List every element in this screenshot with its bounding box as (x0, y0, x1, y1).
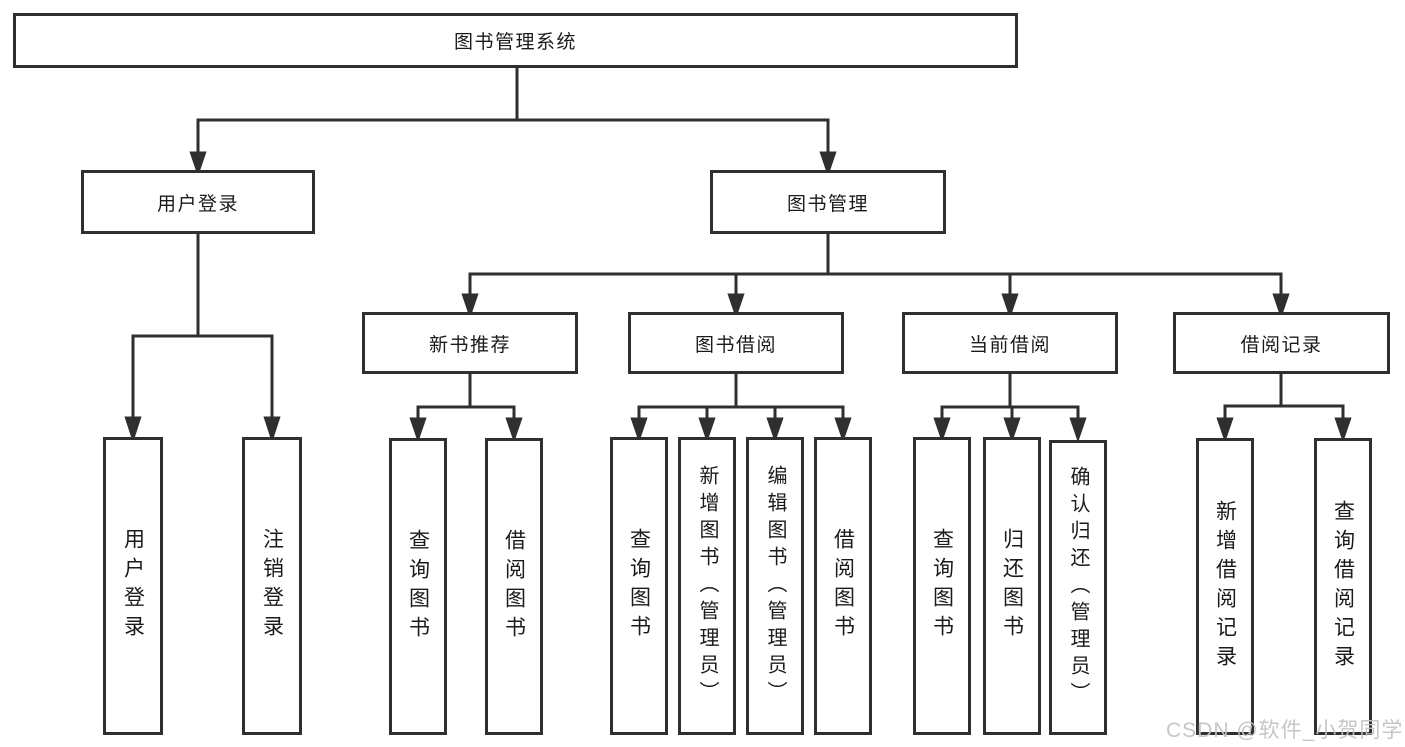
node-label: 图书管理系统 (453, 32, 577, 53)
leaf-logout: 注销登录 (242, 437, 302, 735)
node-label: 图书借阅 (694, 334, 777, 356)
node-label: 注销登录 (260, 528, 284, 644)
watermark-text: CSDN @软件_小贺同学 (1166, 719, 1404, 742)
leaf-query-books-2: 查询图书 (610, 437, 668, 735)
node-current-borrowing: 当前借阅 (902, 312, 1118, 374)
node-new-book-recommend: 新书推荐 (362, 312, 578, 374)
node-label: 借阅图书 (831, 528, 855, 644)
leaf-borrow-books-2: 借阅图书 (814, 437, 872, 735)
leaf-query-books-3: 查询图书 (913, 437, 971, 735)
node-label: 编辑图书（管理员） (764, 464, 786, 708)
node-label: 新增图书（管理员） (696, 464, 718, 708)
node-label: 查询图书 (627, 528, 651, 644)
leaf-query-books-1: 查询图书 (389, 438, 447, 735)
leaf-confirm-return-admin: 确认归还（管理员） (1049, 440, 1107, 735)
node-label: 图书管理 (786, 193, 869, 215)
node-library-management-system: 图书管理系统 (13, 13, 1018, 68)
node-book-borrowing: 图书借阅 (628, 312, 844, 374)
leaf-return-book: 归还图书 (983, 437, 1041, 735)
node-label: 当前借阅 (968, 334, 1051, 356)
leaf-user-login: 用户登录 (103, 437, 163, 735)
leaf-add-borrow-record: 新增借阅记录 (1196, 438, 1254, 735)
node-label: 用户登录 (156, 193, 239, 215)
leaf-add-book-admin: 新增图书（管理员） (678, 437, 736, 735)
node-label: 查询图书 (930, 528, 954, 644)
node-user-login: 用户登录 (81, 170, 315, 234)
node-label: 用户登录 (121, 528, 145, 644)
node-label: 新书推荐 (428, 334, 511, 356)
node-label: 确认归还（管理员） (1067, 466, 1089, 709)
node-label: 查询图书 (406, 528, 430, 645)
node-book-management: 图书管理 (710, 170, 946, 234)
node-label: 借阅记录 (1240, 334, 1323, 356)
node-label: 归还图书 (1000, 528, 1024, 644)
leaf-borrow-books-1: 借阅图书 (485, 438, 543, 735)
node-label: 查询借阅记录 (1331, 499, 1355, 674)
leaf-query-borrow-record: 查询借阅记录 (1314, 438, 1372, 735)
node-label: 新增借阅记录 (1213, 499, 1237, 674)
node-borrow-records: 借阅记录 (1173, 312, 1390, 374)
node-label: 借阅图书 (502, 528, 526, 645)
leaf-edit-book-admin: 编辑图书（管理员） (746, 437, 804, 735)
